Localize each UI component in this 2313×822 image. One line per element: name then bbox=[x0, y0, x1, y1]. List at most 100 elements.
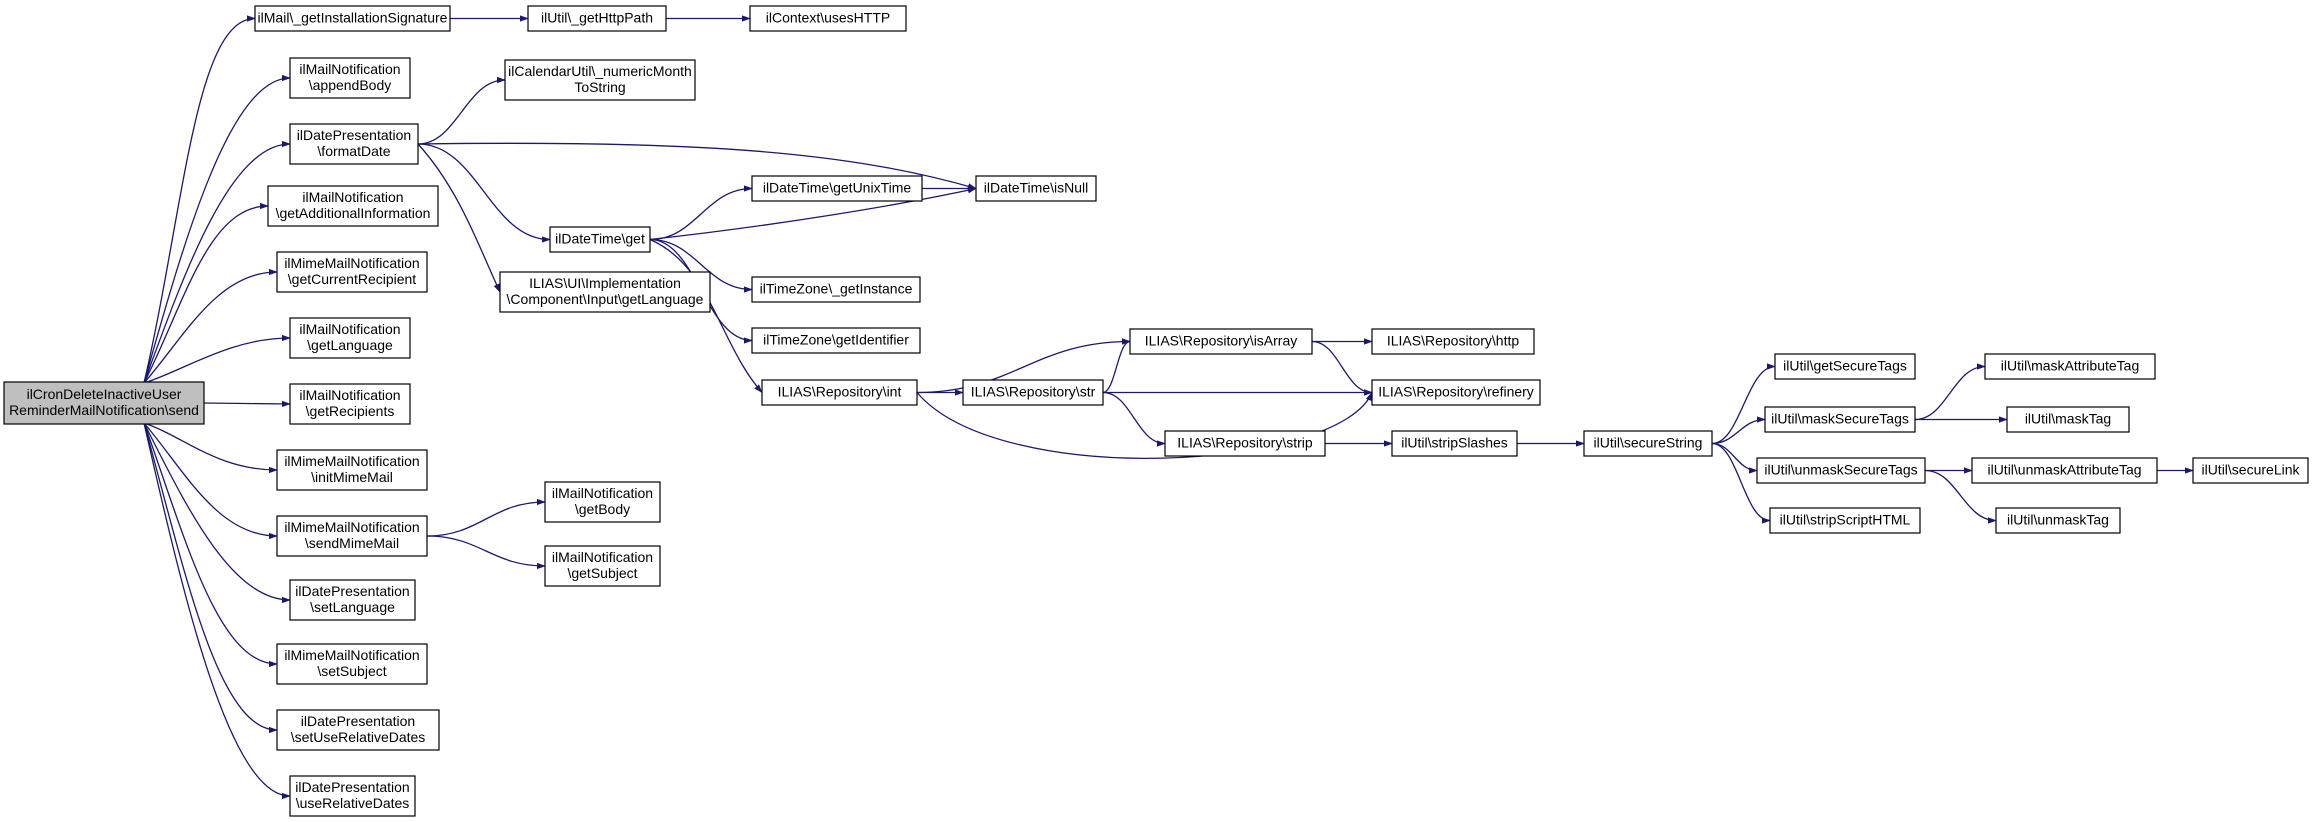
node-ilias-repository-http[interactable]: ILIAS\Repository\http bbox=[1371, 328, 1535, 355]
node-ilias-repository-isarray[interactable]: ILIAS\Repository\isArray bbox=[1129, 328, 1313, 355]
node-ilmailnotification-getlanguage[interactable]: ilMailNotification\getLanguage bbox=[289, 317, 411, 359]
edge-n26-to-n27 bbox=[1102, 338, 1131, 394]
node-box bbox=[276, 643, 428, 685]
node-ilutil-masksecuretags[interactable]: ilUtil\maskSecureTags bbox=[1764, 406, 1916, 433]
node-ilmimemailnotification-getcurrentrecipient[interactable]: ilMimeMailNotification\getCurrentRecipie… bbox=[276, 251, 428, 293]
edge-arrow bbox=[1311, 340, 1373, 396]
node-ildatepresentation-formatdate[interactable]: ilDatePresentation\formatDate bbox=[289, 123, 419, 165]
node-box bbox=[761, 379, 918, 406]
edge-arrow bbox=[143, 202, 269, 384]
node-box bbox=[1164, 430, 1326, 457]
edge-n15-to-n17 bbox=[426, 535, 546, 570]
node-ilutil-stripscripthtml[interactable]: ilUtil\stripScriptHTML bbox=[1769, 507, 1921, 534]
node-label: ILIAS\Repository\strip bbox=[1177, 435, 1313, 451]
node-ilcontext-useshttp[interactable]: ilContext\usesHTTP bbox=[749, 5, 907, 32]
node-box bbox=[1774, 353, 1916, 380]
node-ilmailnotification-appendbody[interactable]: ilMailNotification\appendBody bbox=[289, 57, 411, 99]
node-box bbox=[1769, 507, 1921, 534]
edge-arrow bbox=[143, 422, 291, 800]
node-box bbox=[962, 379, 1104, 406]
node-ilias-repository-int[interactable]: ILIAS\Repository\int bbox=[761, 379, 918, 406]
node-ildatepresentation-userelativedates[interactable]: ilDatePresentation\useRelativeDates bbox=[289, 775, 416, 817]
edge-arrow bbox=[649, 185, 753, 241]
node-label: ilTimeZone\_getInstance bbox=[760, 281, 913, 297]
node-label: ilUtil\secureLink bbox=[2201, 462, 2300, 478]
node-ilmailnotification-getrecipients[interactable]: ilMailNotification\getRecipients bbox=[289, 383, 411, 425]
node-label: \useRelativeDates bbox=[296, 795, 410, 811]
node-ilutil-securestring[interactable]: ilUtil\secureString bbox=[1583, 430, 1713, 457]
node-ilutil-gethttppath[interactable]: ilUtil\_getHttpPath bbox=[527, 5, 667, 32]
node-box bbox=[1756, 457, 1926, 484]
node-label: ILIAS\Repository\isArray bbox=[1145, 333, 1298, 349]
node-label: ilContext\usesHTTP bbox=[766, 10, 890, 26]
node-ilutil-unmaskattributetag[interactable]: ilUtil\unmaskAttributeTag bbox=[1971, 457, 2158, 484]
node-iltimezone-getidentifier[interactable]: ilTimeZone\getIdentifier bbox=[751, 327, 921, 354]
node-ilutil-unmasksecuretags[interactable]: ilUtil\unmaskSecureTags bbox=[1756, 457, 1926, 484]
node-ilias-repository-refinery[interactable]: ILIAS\Repository\refinery bbox=[1371, 379, 1541, 406]
node-ildatepresentation-setlanguage[interactable]: ilDatePresentation\setLanguage bbox=[289, 579, 416, 621]
node-ilmail-getinstallationsignature[interactable]: ilMail\_getInstallationSignature bbox=[254, 5, 451, 32]
node-label: ilUtil\unmaskSecureTags bbox=[1764, 462, 1917, 478]
edge-n32-to-n33 bbox=[1711, 363, 1776, 445]
node-ilmimemailnotification-sendmimemail[interactable]: ilMimeMailNotification\sendMimeMail bbox=[276, 515, 428, 557]
node-iltimezone-getinstance[interactable]: ilTimeZone\_getInstance bbox=[751, 276, 921, 303]
edge-n8-to-n25 bbox=[649, 238, 763, 394]
node-ilutil-securelink[interactable]: ilUtil\secureLink bbox=[2192, 457, 2309, 484]
node-box bbox=[544, 481, 661, 523]
node-box bbox=[276, 449, 428, 491]
node-ilmailnotification-getsubject[interactable]: ilMailNotification\getSubject bbox=[544, 545, 661, 587]
node-ilutil-getsecuretags[interactable]: ilUtil\getSecureTags bbox=[1774, 353, 1916, 380]
node-label: \setLanguage bbox=[310, 599, 395, 615]
node-box bbox=[1371, 328, 1535, 355]
node-label: ilUtil\_getHttpPath bbox=[541, 10, 653, 26]
edge-arrow bbox=[143, 422, 278, 734]
node-label: ilMailNotification bbox=[302, 189, 403, 205]
edge-root-to-n5 bbox=[143, 140, 291, 384]
node-label: \getSubject bbox=[567, 565, 637, 581]
edge-root-to-n4 bbox=[143, 74, 291, 384]
node-ildatetime-get[interactable]: ilDateTime\get bbox=[549, 226, 651, 253]
node-label: ilMimeMailNotification bbox=[284, 255, 419, 271]
node-box bbox=[2006, 406, 2130, 433]
node-ilmimemailnotification-initmimemail[interactable]: ilMimeMailNotification\initMimeMail bbox=[276, 449, 428, 491]
node-label: ilUtil\maskAttributeTag bbox=[2001, 358, 2140, 374]
node-ilmimemailnotification-setsubject[interactable]: ilMimeMailNotification\setSubject bbox=[276, 643, 428, 685]
node-box bbox=[504, 59, 696, 101]
node-ilutil-unmasktag[interactable]: ilUtil\unmaskTag bbox=[1995, 507, 2121, 534]
node-ildatetime-isnull[interactable]: ilDateTime\isNull bbox=[975, 175, 1097, 202]
edge-n8-to-n7 bbox=[649, 187, 977, 241]
edge-arrow bbox=[1924, 469, 1997, 524]
node-ilmailnotification-getbody[interactable]: ilMailNotification\getBody bbox=[544, 481, 661, 523]
node-label: ilMimeMailNotification bbox=[284, 519, 419, 535]
edge-n8-to-n23 bbox=[649, 238, 753, 293]
edge-root-to-n11 bbox=[143, 268, 278, 384]
node-label: ilMailNotification bbox=[299, 61, 400, 77]
node-ilutil-stripslashes[interactable]: ilUtil\stripSlashes bbox=[1391, 430, 1518, 457]
node-ilias-repository-strip[interactable]: ILIAS\Repository\strip bbox=[1164, 430, 1326, 457]
node-label: ILIAS\Repository\http bbox=[1387, 333, 1520, 349]
node-ilmailnotification-getadditionalinformation[interactable]: ilMailNotification\getAdditionalInformat… bbox=[267, 185, 439, 227]
node-label: ilDateTime\get bbox=[555, 231, 645, 247]
node-ilutil-masktag[interactable]: ilUtil\maskTag bbox=[2006, 406, 2130, 433]
node-ilias-ui-implementation-component-input-getlanguage[interactable]: ILIAS\UI\Implementation\Component\Input\… bbox=[499, 271, 711, 313]
node-label: ilTimeZone\getIdentifier bbox=[763, 332, 909, 348]
edge-arrow bbox=[1102, 391, 1166, 447]
edge-n15-to-n16 bbox=[426, 498, 546, 537]
node-label: ilMailNotification bbox=[299, 321, 400, 337]
node-ildatetime-getunixtime[interactable]: ilDateTime\getUnixTime bbox=[751, 175, 923, 202]
edge-arrow bbox=[649, 238, 753, 293]
edge-root-to-n21 bbox=[143, 422, 291, 800]
edge-arrow bbox=[1914, 363, 1986, 421]
node-label: ilUtil\secureString bbox=[1594, 435, 1703, 451]
root-node-ilcrondeleteinactiveuserremindermailnotification-send[interactable]: ilCronDeleteInactiveUserReminderMailNoti… bbox=[3, 381, 205, 425]
node-ildatepresentation-setuserelativedates[interactable]: ilDatePresentation\setUseRelativeDates bbox=[276, 709, 440, 751]
node-ilias-repository-str[interactable]: ILIAS\Repository\str bbox=[962, 379, 1104, 406]
edge-arrow bbox=[143, 422, 278, 668]
node-box bbox=[544, 545, 661, 587]
node-ilutil-maskattributetag[interactable]: ilUtil\maskAttributeTag bbox=[1984, 353, 2156, 380]
node-label: ilMimeMailNotification bbox=[284, 453, 419, 469]
edge-root-to-n1 bbox=[143, 15, 256, 384]
node-label: ilDateTime\isNull bbox=[984, 180, 1089, 196]
edge-arrow bbox=[417, 142, 977, 190]
